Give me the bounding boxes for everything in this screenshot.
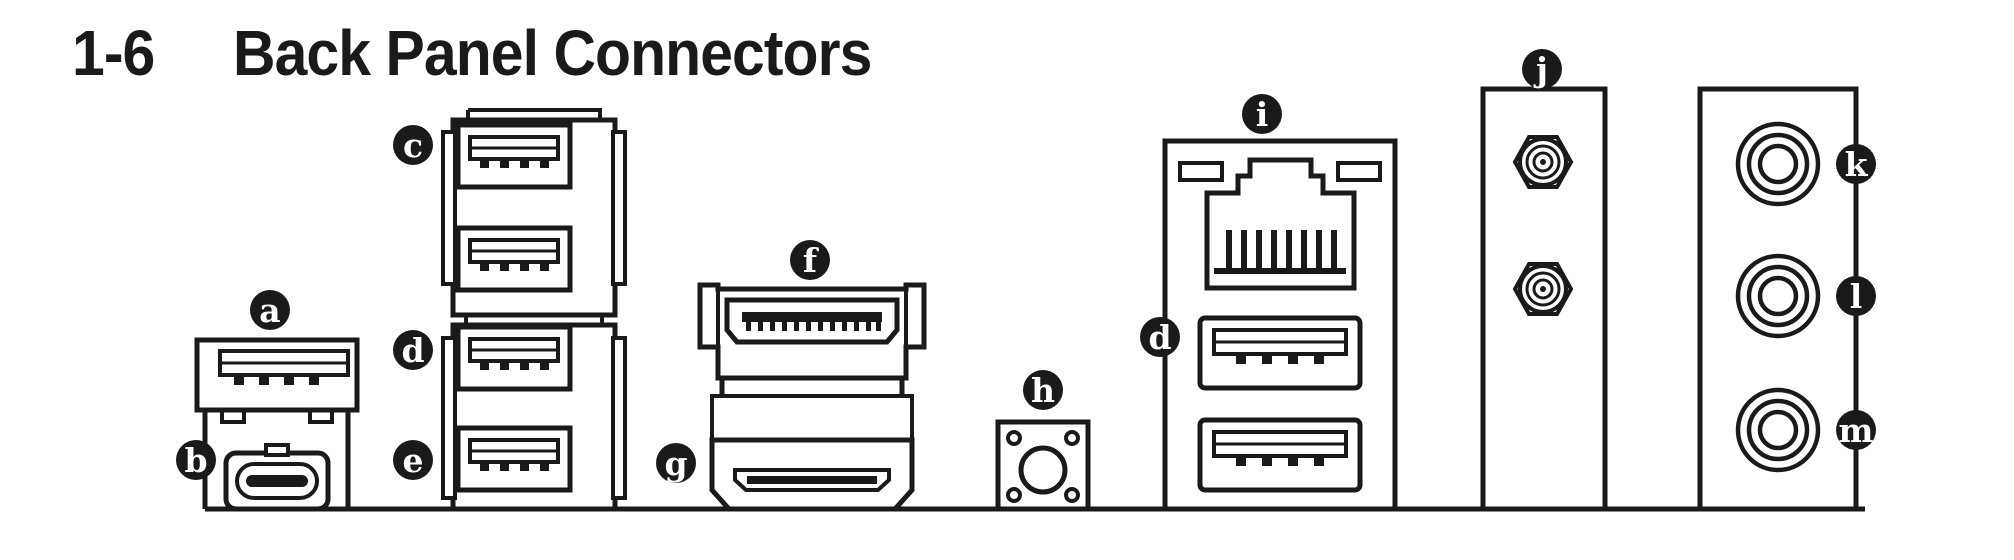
usb-c-port-b (223, 443, 331, 512)
svg-text:g: g (664, 444, 687, 483)
usb-a-port-a (194, 337, 360, 424)
section-number: 1-6 (72, 17, 155, 89)
usb-port-lan-lower (1197, 417, 1363, 493)
lan-usb-block-i (1162, 138, 1398, 512)
svg-text:d: d (1148, 318, 1171, 357)
svg-text:b: b (184, 441, 207, 480)
svg-text:f: f (803, 241, 819, 280)
audio-jacks-k-l-m (1697, 86, 1859, 512)
svg-text:h: h (1031, 371, 1055, 410)
section-title: Back Panel Connectors (233, 17, 872, 89)
callout-j: j (1522, 49, 1562, 89)
displayport-f (697, 282, 927, 381)
section-heading: 1-6 Back Panel Connectors (72, 8, 872, 98)
callout-f: f (790, 240, 830, 280)
antenna-connectors-j (1480, 86, 1608, 512)
callout-b: b (176, 440, 216, 480)
hdmi-g (709, 378, 915, 512)
callout-l: l (1836, 276, 1876, 316)
callout-d-lan: d (1140, 317, 1180, 357)
usb-stack-c-d-e (441, 108, 627, 512)
svg-text:a: a (259, 291, 280, 330)
clear-cmos-button-h (995, 419, 1091, 512)
svg-text:i: i (1256, 95, 1269, 134)
callout-h: h (1023, 370, 1063, 410)
svg-text:c: c (403, 126, 423, 165)
svg-text:m: m (1839, 411, 1874, 450)
callout-m: m (1836, 410, 1876, 450)
svg-text:d: d (401, 331, 424, 370)
callout-d-usb: d (393, 330, 433, 370)
callout-c: c (393, 125, 433, 165)
rj45-pins (1214, 230, 1346, 274)
svg-text:l: l (1850, 277, 1863, 316)
callout-i: i (1242, 94, 1282, 134)
svg-text:k: k (1845, 145, 1869, 184)
callout-e: e (393, 440, 433, 480)
usb-port-d-lan (1197, 315, 1363, 391)
callout-g: g (656, 443, 696, 483)
svg-text:e: e (403, 441, 424, 480)
svg-text:j: j (1533, 50, 1548, 89)
callout-k: k (1836, 144, 1876, 184)
callout-a: a (250, 290, 290, 330)
